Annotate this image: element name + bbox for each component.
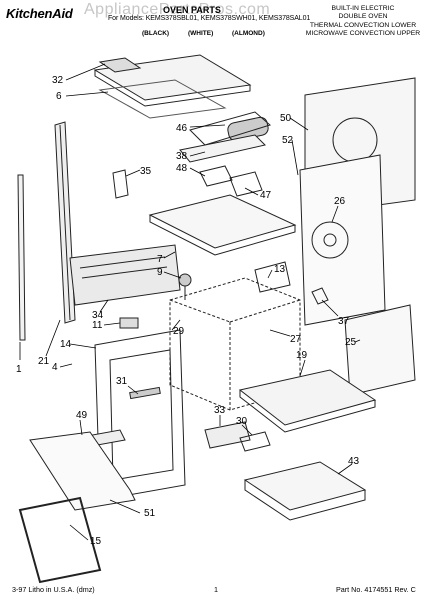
callout-49: 49 bbox=[76, 410, 88, 421]
brand-logo: KitchenAid bbox=[6, 6, 73, 21]
callout-34: 34 bbox=[92, 310, 104, 321]
callout-30: 30 bbox=[236, 416, 248, 427]
color-label-black: (BLACK) bbox=[142, 30, 170, 37]
model-list: For Models: KEMS378SBL01, KEMS378SWH01, … bbox=[108, 15, 311, 22]
callout-1: 1 bbox=[16, 364, 22, 375]
callout-46: 46 bbox=[176, 123, 188, 134]
top-insulation bbox=[98, 79, 227, 119]
duct-channel bbox=[179, 134, 266, 163]
watermark: AppliancePartsPros.com bbox=[84, 1, 271, 18]
oven-top-plate bbox=[148, 194, 297, 249]
callout-4: 4 bbox=[52, 362, 58, 373]
callout-35: 35 bbox=[140, 166, 152, 177]
broil-pan bbox=[243, 461, 367, 511]
callout-43: 43 bbox=[348, 456, 360, 467]
callout-47: 47 bbox=[260, 190, 272, 201]
control-panel bbox=[69, 244, 181, 306]
callout-38: 38 bbox=[176, 151, 188, 162]
diagram-title: OVEN PARTS bbox=[163, 5, 221, 15]
callout-27: 27 bbox=[290, 334, 302, 345]
callout-48: 48 bbox=[176, 163, 188, 174]
callout-26: 26 bbox=[334, 196, 346, 207]
rear-fan bbox=[311, 221, 349, 259]
callout-9: 9 bbox=[157, 267, 163, 278]
vent-cover bbox=[98, 57, 142, 73]
trim-rail bbox=[29, 431, 136, 511]
vent-grille bbox=[239, 431, 271, 452]
callout-29: 29 bbox=[173, 326, 185, 337]
callout-37: 37 bbox=[338, 316, 350, 327]
callout-21: 21 bbox=[38, 356, 50, 367]
callout-13: 13 bbox=[274, 264, 286, 275]
callout-11: 11 bbox=[92, 320, 103, 331]
heat-clip bbox=[311, 287, 329, 305]
callout-14: 14 bbox=[60, 339, 72, 350]
callout-33: 33 bbox=[214, 405, 226, 416]
footer-page-number: 1 bbox=[214, 585, 218, 594]
callout-31: 31 bbox=[116, 376, 128, 387]
callout-19: 19 bbox=[296, 350, 308, 361]
footer-litho: 3-97 Litho in U.S.A. (dmz) bbox=[12, 585, 95, 594]
appliance-description: BUILT-IN ELECTRIC DOUBLE OVEN THERMAL CO… bbox=[305, 5, 421, 37]
footer-part-number: Part No. 4174551 Rev. C bbox=[336, 585, 416, 594]
callout-7: 7 bbox=[157, 254, 163, 265]
front-trim bbox=[204, 421, 251, 449]
thermostat bbox=[178, 273, 192, 287]
color-label-almond: (ALMOND) bbox=[232, 30, 265, 37]
callout-25: 25 bbox=[345, 337, 357, 348]
callout-6: 6 bbox=[56, 91, 62, 102]
door-switch bbox=[119, 317, 139, 329]
side-rod bbox=[17, 174, 26, 341]
small-bracket bbox=[112, 169, 129, 199]
side-panel bbox=[344, 304, 416, 396]
callout-50: 50 bbox=[280, 113, 292, 124]
color-label-white: (WHITE) bbox=[188, 30, 214, 37]
rear-panel bbox=[299, 154, 386, 326]
callout-32: 32 bbox=[52, 75, 64, 86]
callout-51: 51 bbox=[144, 508, 156, 519]
callout-52: 52 bbox=[282, 135, 294, 146]
callout-15: 15 bbox=[90, 536, 102, 547]
relay-bracket bbox=[254, 261, 291, 293]
door-hinge bbox=[129, 386, 161, 400]
duct-clip bbox=[199, 165, 233, 187]
door-gasket bbox=[18, 496, 102, 584]
